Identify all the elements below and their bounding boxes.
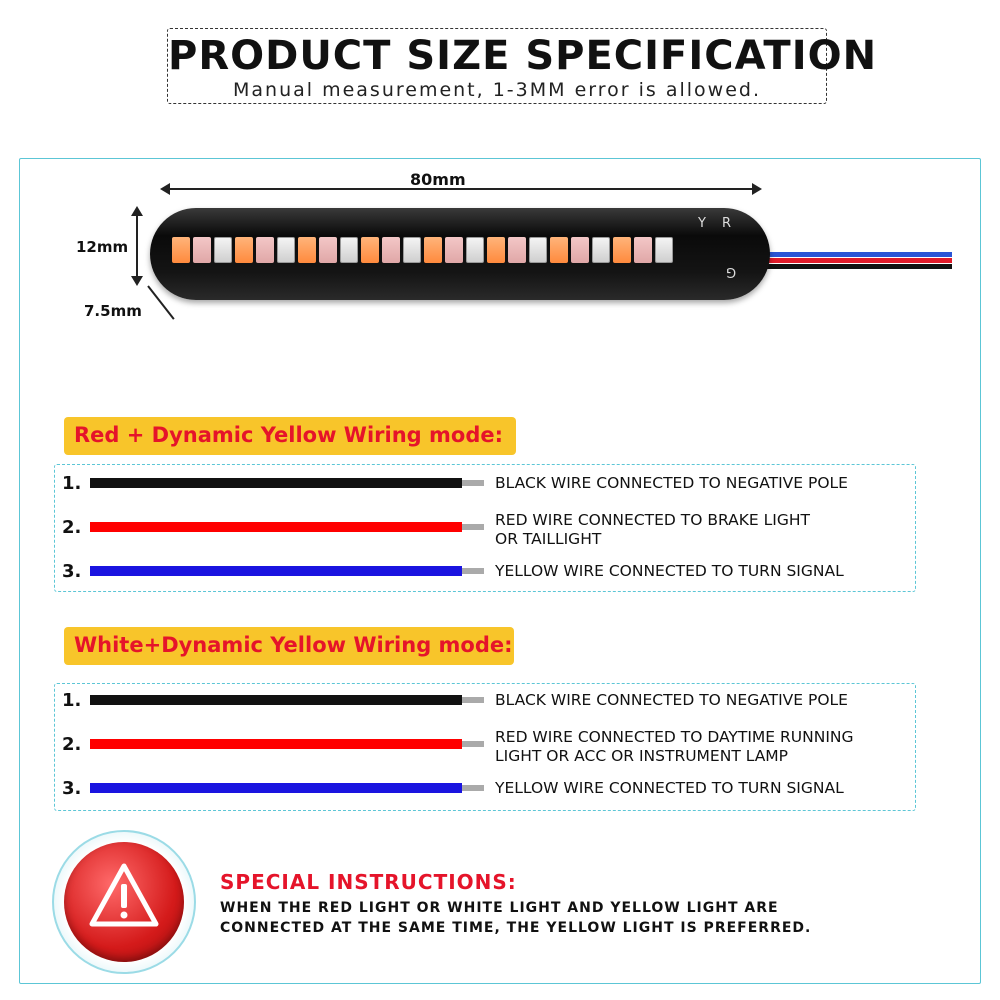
wire-bar <box>90 522 462 532</box>
strip-label-red: R <box>722 216 732 231</box>
led-chip <box>403 237 421 263</box>
led-chip <box>487 237 505 263</box>
wire-description: LIGHT OR ACC OR INSTRUMENT LAMP <box>495 747 789 765</box>
red-cable <box>764 258 952 263</box>
led-chip <box>382 237 400 263</box>
arrow-up-icon <box>131 206 143 216</box>
led-chip <box>613 237 631 263</box>
led-chip <box>466 237 484 263</box>
led-chip <box>655 237 673 263</box>
depth-label: 7.5mm <box>84 302 142 320</box>
wire-description: RED WIRE CONNECTED TO DAYTIME RUNNING <box>495 728 854 746</box>
wire-bar <box>90 566 462 576</box>
height-dimension-line <box>136 210 138 282</box>
wire-description: OR TAILLIGHT <box>495 530 602 548</box>
led-chip <box>319 237 337 263</box>
wire-number: 3. <box>62 561 82 582</box>
header-box: PRODUCT SIZE SPECIFICATION Manual measur… <box>167 28 878 104</box>
wire-number: 1. <box>62 473 82 494</box>
length-label: 80mm <box>410 170 466 189</box>
arrow-right-icon <box>752 183 762 195</box>
wire-tip <box>462 524 484 530</box>
strip-label-ground: G <box>726 264 737 279</box>
wire-number: 3. <box>62 778 82 799</box>
led-strip-image: Y R G <box>150 208 770 300</box>
black-cable <box>764 264 952 269</box>
wire-bar <box>90 783 462 793</box>
wire-tip <box>462 697 484 703</box>
wire-number: 1. <box>62 690 82 711</box>
height-label: 12mm <box>76 238 129 256</box>
wire-description: YELLOW WIRE CONNECTED TO TURN SIGNAL <box>495 562 844 580</box>
special-instructions-line-2: CONNECTED AT THE SAME TIME, THE YELLOW L… <box>220 920 812 936</box>
mode2-title: White+Dynamic Yellow Wiring mode: <box>64 627 514 665</box>
led-chip <box>172 237 190 263</box>
special-instructions-line-1: WHEN THE RED LIGHT OR WHITE LIGHT AND YE… <box>220 900 779 916</box>
wire-tip <box>462 785 484 791</box>
mode2-wiring-box <box>54 683 916 811</box>
led-row <box>172 232 752 268</box>
wire-bar <box>90 478 462 488</box>
led-chip <box>340 237 358 263</box>
mode1-title: Red + Dynamic Yellow Wiring mode: <box>64 417 516 455</box>
wire-tip <box>462 741 484 747</box>
special-instructions-title: SPECIAL INSTRUCTIONS: <box>220 870 517 894</box>
strip-label-yellow: Y <box>698 216 706 231</box>
led-chip <box>214 237 232 263</box>
wire-tip <box>462 568 484 574</box>
wire-bar <box>90 739 462 749</box>
mode1-wiring-box <box>54 464 916 592</box>
wire-tip <box>462 480 484 486</box>
wire-number: 2. <box>62 517 82 538</box>
wire-description: YELLOW WIRE CONNECTED TO TURN SIGNAL <box>495 779 844 797</box>
wire-description: BLACK WIRE CONNECTED TO NEGATIVE POLE <box>495 474 848 492</box>
wire-bar <box>90 695 462 705</box>
led-chip <box>529 237 547 263</box>
wire-description: BLACK WIRE CONNECTED TO NEGATIVE POLE <box>495 691 848 709</box>
led-chip <box>277 237 295 263</box>
led-chip <box>298 237 316 263</box>
led-chip <box>445 237 463 263</box>
led-chip <box>508 237 526 263</box>
length-dimension-line <box>165 188 757 190</box>
warning-triangle-icon <box>89 863 159 927</box>
led-chip <box>571 237 589 263</box>
page-subtitle: Manual measurement, 1-3MM error is allow… <box>233 79 761 101</box>
led-chip <box>235 237 253 263</box>
arrow-down-icon <box>131 276 143 286</box>
led-chip <box>634 237 652 263</box>
led-chip <box>592 237 610 263</box>
blue-cable <box>764 252 952 257</box>
wire-description: RED WIRE CONNECTED TO BRAKE LIGHT <box>495 511 810 529</box>
led-chip <box>361 237 379 263</box>
led-chip <box>550 237 568 263</box>
wire-number: 2. <box>62 734 82 755</box>
led-chip <box>256 237 274 263</box>
led-chip <box>193 237 211 263</box>
arrow-left-icon <box>160 183 170 195</box>
led-chip <box>424 237 442 263</box>
page-title: PRODUCT SIZE SPECIFICATION <box>168 33 878 79</box>
